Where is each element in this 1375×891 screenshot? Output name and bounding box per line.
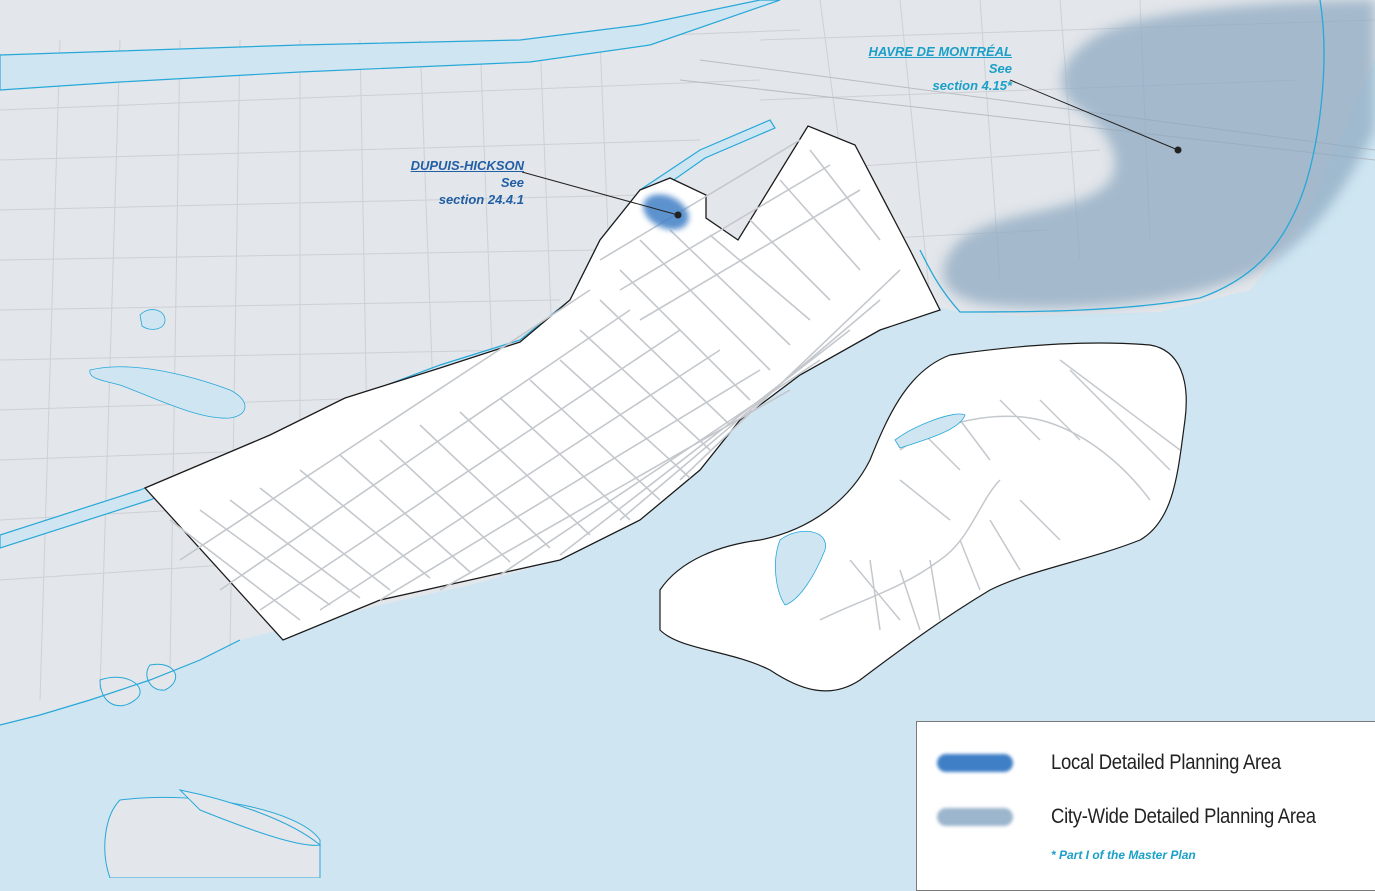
legend-label-local: Local Detailed Planning Area [1051, 751, 1281, 774]
dupuis-callout: DUPUIS-HICKSON See section 24.4.1 [360, 157, 524, 208]
dupuis-callout-title: DUPUIS-HICKSON [410, 158, 524, 173]
havre-shoreline [919, 0, 1325, 313]
legend-label-citywide: City-Wide Detailed Planning Area [1051, 805, 1316, 828]
island-pond [894, 413, 966, 449]
havre-citywide-area [943, 0, 1375, 309]
island-streets [819, 359, 1181, 631]
havre-callout: HAVRE DE MONTRÉAL See section 4.15* [830, 43, 1012, 94]
pond [89, 366, 246, 419]
legend: Local Detailed Planning Area City-Wide D… [916, 721, 1375, 891]
pond [139, 309, 166, 330]
islet [178, 789, 322, 846]
shoreline [0, 639, 241, 726]
canal [0, 0, 781, 91]
leader-lines [521, 79, 1179, 216]
legend-swatch-local [937, 754, 1013, 772]
legend-row-citywide: City-Wide Detailed Planning Area [937, 802, 1352, 832]
dupuis-callout-line2: section 24.4.1 [438, 192, 524, 207]
island-pond [775, 531, 826, 606]
dupuis-callout-line1: See [500, 175, 524, 190]
borough-outline [143, 125, 941, 641]
havre-callout-line2: section 4.15* [932, 78, 1013, 93]
dupuis-marker [674, 211, 682, 219]
havre-marker [1174, 146, 1182, 154]
legend-note: * Part I of the Master Plan [1051, 848, 1196, 862]
islet [146, 663, 177, 691]
havre-callout-title: HAVRE DE MONTRÉAL [868, 44, 1012, 59]
island [659, 342, 1187, 692]
islet [99, 676, 141, 707]
havre-callout-line1: See [988, 61, 1012, 76]
legend-swatch-citywide [937, 808, 1013, 826]
legend-row-local: Local Detailed Planning Area [937, 748, 1312, 778]
borough-streets [169, 139, 901, 621]
